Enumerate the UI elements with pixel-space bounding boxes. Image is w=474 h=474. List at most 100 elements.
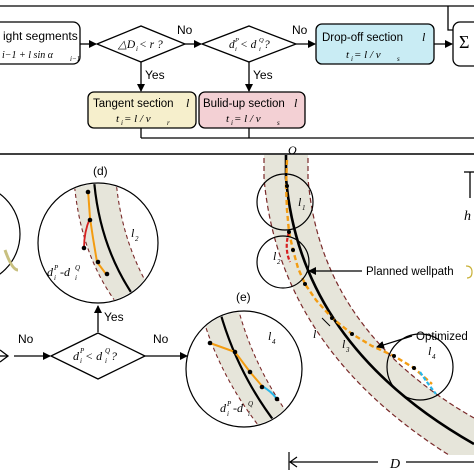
buildup-l: l [294,96,298,110]
wellpath-band [264,155,474,455]
optimized-pointer [376,335,413,349]
circle-d-point [85,189,91,195]
circle-e-dq-sup: Q [248,400,253,408]
tangent-l: l [186,96,190,110]
buildup-t: t [226,113,230,125]
wellpath-circle-1 [256,173,314,231]
circle-d-point [87,217,93,223]
wellpath-point [412,366,416,370]
wellpath-point [285,184,289,188]
dropoff-tsub: i [351,55,353,63]
no-label-right: No [153,332,169,346]
segments-title: ight segments [3,29,78,43]
decision-dp-d: d [229,39,235,51]
label-d: (d) [93,164,108,178]
circle-d-dp-sup: P [53,264,59,272]
circle-e-orange [209,342,263,387]
arrow-lower-left-head [0,349,10,363]
d-dim-arrowhead [288,456,298,468]
circle-e-point [232,349,238,355]
tangent-eq: = l / v [124,113,151,125]
no-label-left: No [18,332,34,346]
decision-lower-sup1: P [79,347,85,355]
decision-distance-sub: i [136,45,138,53]
decision-lower-lt: < d [85,349,103,363]
decision-dp-sup2: Q [259,37,264,44]
dropoff-vsub: s [397,55,400,63]
circle-e-mid: -d [233,401,244,415]
circle-e-dp-sub: i [227,410,229,418]
circle-d-point [104,271,110,277]
yes-label-1: Yes [145,68,165,82]
origin-label: O [288,143,297,157]
buildup-title: Bulid-up section [203,98,285,110]
circle-e-point [247,369,253,375]
tangent-vsub: r [167,119,170,127]
label-e: (e) [236,290,251,304]
l-segment-tick [321,317,331,327]
segments-formula-sub: i−1 [70,55,80,63]
buildup-tsub: i [231,119,233,127]
circle-e-dp-sup: P [226,400,232,408]
decision-dp-lt: < d [240,39,257,51]
yes-label-2: Yes [253,68,273,82]
optimized-wellpath [284,159,433,385]
tangent-t: t [116,113,120,125]
buildup-vsub: s [277,119,280,127]
l4-sub: 4 [432,353,436,361]
decision-dp-sup1: P [234,37,239,44]
h-label: h [464,209,471,224]
circle-e-dq-sub: i [248,410,250,418]
wellpath-point [287,230,291,234]
decision-distance-rest: < r ? [139,39,163,51]
wellpath-circle-4 [386,333,454,401]
wellpath-wall-left [263,155,451,455]
buildup-eq: = l / v [234,113,261,125]
circle-d-dq-sup: Q [75,264,80,272]
circle-e-l: l [268,329,272,343]
segments-box [0,21,81,65]
decision-lower-sub2: i [105,357,107,365]
optimized-cyan-segment [419,371,437,395]
lower-left: (d) l 2 d P i -d Q i Yes No [0,164,303,428]
l2-label: l [273,249,277,263]
circle-d-point [95,259,101,265]
sum-symbol: Σ [459,32,469,52]
wellpath-point [330,316,334,320]
circle-d-point [81,245,87,251]
circle-d-mid: -d [60,265,71,279]
buildup-box [198,91,306,129]
circle-d-band [74,184,157,302]
tangent-title: Tangent section [93,98,174,110]
circle-e-point [274,396,280,402]
D-label: D [389,457,400,472]
l2-sub: 2 [277,258,281,266]
decision-lower-d: d [73,349,80,363]
circle-d-dp-sub: i [54,274,56,282]
l-segment-label: l [313,327,317,341]
circle-e-point [207,340,213,346]
l4-label: l [428,344,432,358]
circle-d-wall-left [73,184,119,302]
dropoff-t: t [346,49,350,61]
circle-e-planned [217,312,282,426]
circle-e-lsub: 4 [272,338,276,346]
dropoff-l: l [422,30,426,44]
tangent-tsub: i [121,119,123,127]
decision-dp-sub2: i [259,46,261,53]
sum-box [452,21,474,67]
wellpath-point [303,282,307,286]
no-label-1: No [177,23,193,37]
l1-label: l [298,195,302,209]
circle-d-dq-sub: i [75,274,77,282]
circle-e-dp: d [220,401,227,415]
decision-distance-text: △D [117,39,136,51]
wellpath-point [291,248,295,252]
l1-sub: 1 [302,204,306,212]
segments-formula: i−1 + l sin α [2,50,54,61]
circle-d-orange [87,189,107,275]
wellpath-point [392,354,396,358]
decision-dp-q: ? [264,39,270,51]
